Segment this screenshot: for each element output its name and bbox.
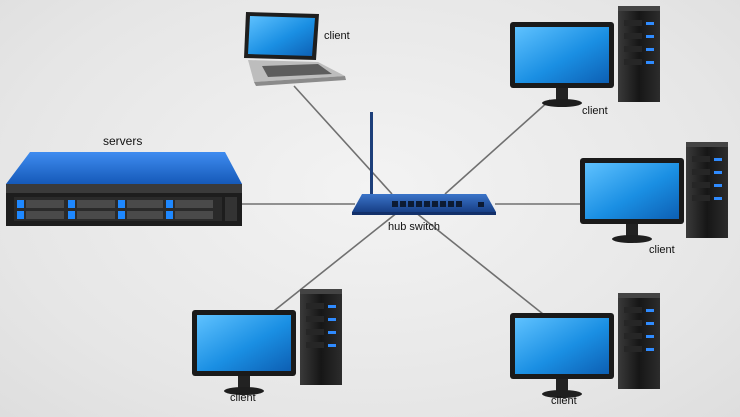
cable-bottom-right	[414, 211, 549, 319]
cable-top-right	[444, 99, 551, 195]
hub-switch-label: hub switch	[388, 221, 440, 233]
client-label-bottom-left: client	[230, 392, 256, 404]
cables	[240, 85, 582, 319]
desktop-computer-icon	[192, 289, 342, 395]
client-label-top-right: client	[582, 105, 608, 117]
client-label-bottom-right: client	[551, 395, 577, 407]
servers-label: servers	[103, 134, 143, 148]
hub-switch-icon	[352, 112, 496, 215]
cable-bottom-left	[264, 211, 399, 319]
desktop-computer-icon	[510, 293, 660, 398]
client-label-laptop: client	[324, 30, 350, 42]
client-label-mid-right: client	[649, 244, 675, 256]
desktop-computer-icon	[580, 142, 728, 243]
cable-laptop	[293, 85, 393, 195]
server-rack-icon	[6, 152, 242, 226]
desktop-computer-icon	[510, 6, 660, 107]
laptop-icon	[244, 12, 346, 86]
